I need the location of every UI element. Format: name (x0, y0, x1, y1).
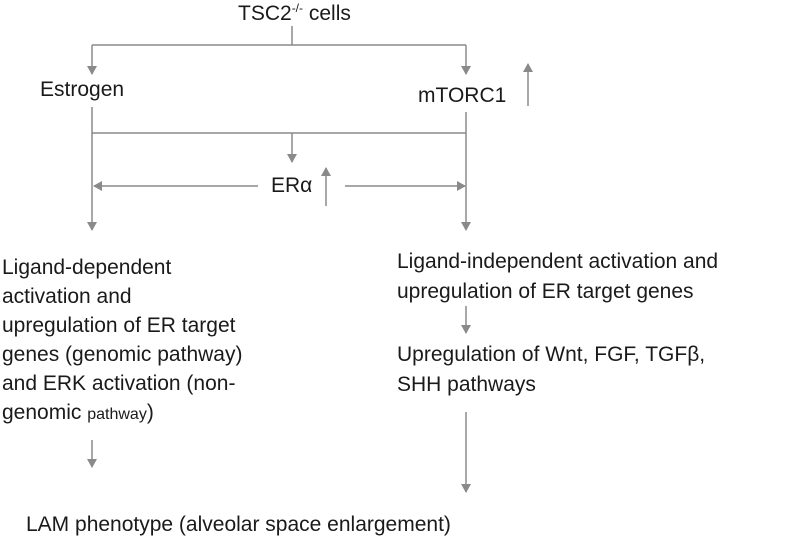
node-era: ERα (271, 174, 313, 197)
left-effect-line: and ERK activation (non- (2, 372, 236, 395)
node-tsc2-cells: TSC2-/- cells (238, 0, 351, 28)
node-estrogen: Estrogen (40, 78, 125, 101)
node-mtorc1: mTORC1 (418, 84, 507, 107)
tsc2-suffix: cells (303, 2, 351, 25)
right-pathways-line: Upregulation of Wnt, FGF, TGFβ, (397, 343, 706, 366)
node-left-effect: Ligand-dependent activation and upregula… (2, 253, 242, 429)
left-effect-line: genes (genomic pathway) (2, 343, 243, 366)
left-effect-last-end: ) (146, 401, 154, 424)
left-effect-line: upregulation of ER target (2, 314, 236, 337)
left-effect-last-small: pathway (87, 406, 147, 423)
left-effect-line: activation and (2, 285, 132, 308)
tsc2-superscript: -/- (291, 1, 304, 15)
node-right-effect: Ligand-independent activation and upregu… (397, 247, 718, 307)
right-effect-line: Ligand-independent activation and (397, 250, 719, 273)
right-effect-line: upregulation of ER target genes (397, 280, 694, 303)
right-pathways-line: SHH pathways (397, 373, 536, 396)
tsc2-label: TSC2 (238, 2, 292, 25)
left-effect-line: Ligand-dependent (2, 256, 172, 279)
left-effect-last-line: genomic pathway) (2, 398, 242, 429)
node-outcome: LAM phenotype (alveolar space enlargemen… (26, 513, 451, 536)
left-effect-last-main: genomic (2, 401, 88, 424)
node-right-pathways: Upregulation of Wnt, FGF, TGFβ, SHH path… (397, 340, 705, 400)
